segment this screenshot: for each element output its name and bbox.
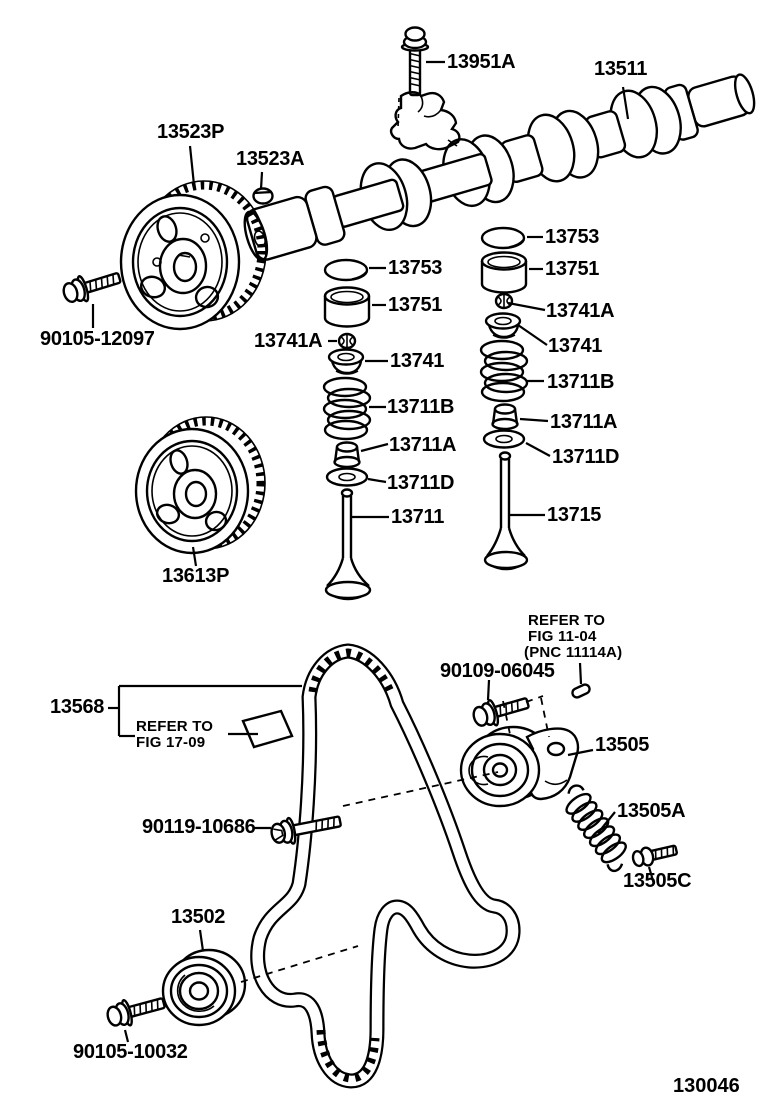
part-label-13505a: 13505A <box>617 800 686 822</box>
part-label-13568: 13568 <box>50 696 105 718</box>
valve-keeper-right-drawing <box>494 292 514 310</box>
part-label-13523a: 13523A <box>236 148 305 170</box>
tensioner-stud-drawing <box>631 844 678 868</box>
spring-washer-right-drawing <box>482 429 526 449</box>
part-label-13751-right: 13751 <box>545 258 600 280</box>
spring-seat-right-drawing <box>491 403 519 431</box>
valve-lifter-shim-left-drawing <box>323 258 369 282</box>
camshaft-drawing <box>243 73 756 262</box>
belt-label-sticker-drawing <box>241 709 294 749</box>
part-label-13751-left: 13751 <box>388 294 443 316</box>
part-label-13711: 13711 <box>391 506 445 528</box>
part-label-13505c: 13505C <box>623 870 692 892</box>
spring-washer-left-drawing <box>325 467 369 487</box>
belt-note-line1: REFER TO <box>136 718 214 735</box>
crankshaft-timing-gear-drawing <box>134 416 266 555</box>
part-label-13711d-right: 13711D <box>552 446 620 468</box>
valve-keeper-left-drawing <box>337 332 357 350</box>
spring-retainer-right-drawing <box>484 312 522 339</box>
idler-pulley-drawing <box>161 948 247 1027</box>
part-label-13951a: 13951A <box>447 51 516 73</box>
part-label-90105-10032: 90105-10032 <box>73 1041 188 1063</box>
part-label-90105-12097: 90105-12097 <box>40 328 155 350</box>
part-label-13511: 13511 <box>594 58 648 80</box>
spring-retainer-left-drawing <box>327 348 365 375</box>
part-label-90119-10686: 90119-10686 <box>142 816 256 838</box>
bolt-90119-10686-drawing <box>270 815 342 845</box>
part-label-13753-left: 13753 <box>388 257 443 279</box>
tensioner-spring-drawing <box>565 784 627 873</box>
exhaust-valve-drawing <box>483 451 529 571</box>
part-label-13741a-right: 13741A <box>546 300 615 322</box>
part-label-13715: 13715 <box>547 504 602 526</box>
part-label-13741-left: 13741 <box>390 350 445 372</box>
part-label-13523p: 13523P <box>157 121 225 143</box>
camshaft-timing-gear-drawing <box>119 180 267 331</box>
pin-note-line3: (PNC 11114A) <box>524 644 623 661</box>
part-label-90109-06045: 90109-06045 <box>440 660 555 682</box>
part-label-13505: 13505 <box>595 734 650 756</box>
valve-lifter-right-drawing <box>480 251 528 294</box>
figure-number: 130046 <box>673 1075 740 1097</box>
valve-lifter-shim-right-drawing <box>480 226 526 250</box>
valve-spring-right-drawing <box>479 339 529 403</box>
part-label-13741a-left: 13741A <box>254 330 323 352</box>
belt-note-line2: FIG 17-09 <box>136 734 206 751</box>
bolt-13951A-drawing <box>400 26 430 97</box>
part-label-13711b-left: 13711B <box>387 396 455 418</box>
bolt-90105-10032-drawing <box>106 997 166 1027</box>
dowel-pin-drawing <box>571 683 591 699</box>
part-label-13753-right: 13753 <box>545 226 600 248</box>
pin-note-line1: REFER TO <box>528 612 606 629</box>
valve-spring-left-drawing <box>322 376 372 441</box>
bolt-90105-12097-drawing <box>62 272 122 303</box>
part-label-13502: 13502 <box>171 906 226 928</box>
timing-belt-drawing <box>250 643 521 1089</box>
leader-lines <box>91 60 656 1043</box>
spring-seat-left-drawing <box>333 441 361 469</box>
camshaft-bracket-drawing <box>389 91 461 151</box>
part-label-13613p: 13613P <box>162 565 230 587</box>
pin-note-line2: FIG 11-04 <box>528 628 597 645</box>
belt-tensioner-drawing <box>459 725 580 808</box>
part-label-13711a-left: 13711A <box>389 434 457 456</box>
bolt-90109-06045-drawing <box>472 697 530 727</box>
intake-valve-drawing <box>324 488 372 601</box>
part-label-13711b-right: 13711B <box>547 371 615 393</box>
camshaft-key-drawing <box>252 187 274 205</box>
valve-lifter-left-drawing <box>323 286 371 328</box>
part-label-13741-right: 13741 <box>548 335 603 357</box>
part-label-13711d-left: 13711D <box>387 472 455 494</box>
alignment-dashed-lines <box>240 695 550 983</box>
part-label-13711a-right: 13711A <box>550 411 618 433</box>
